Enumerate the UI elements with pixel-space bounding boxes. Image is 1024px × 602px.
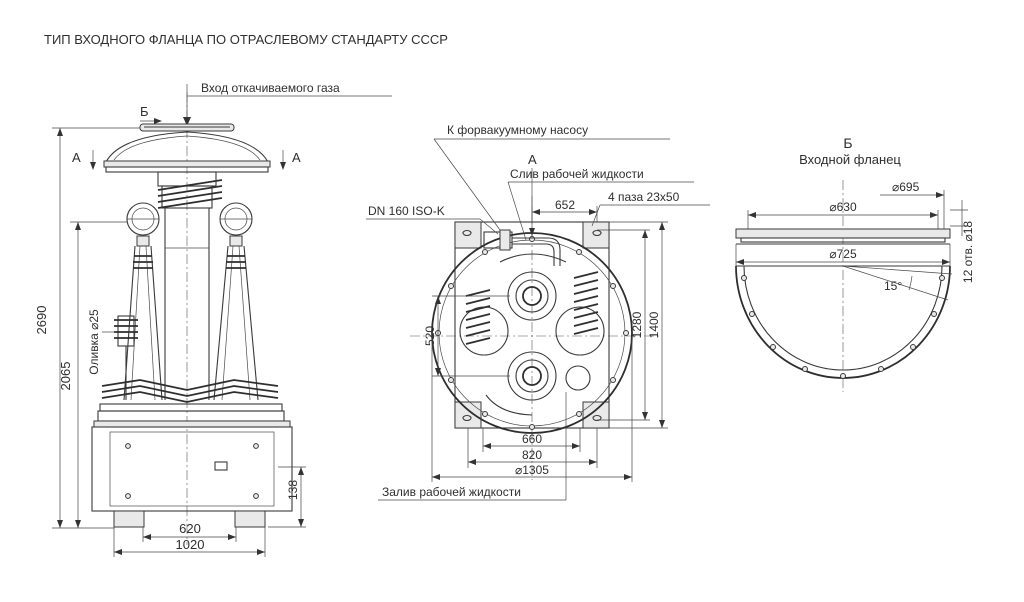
drawing-title: ТИП ВХОДНОГО ФЛАНЦА ПО ОТРАСЛЕВОМУ СТАНД… xyxy=(44,32,448,47)
flange-caption: Входной фланец xyxy=(799,152,901,167)
dim-820: 820 xyxy=(522,448,542,462)
dim-630: ⌀630 xyxy=(829,200,857,214)
fluid-drain-label: Слив рабочей жидкости xyxy=(510,167,644,181)
fluid-fill-label: Залив рабочей жидкости xyxy=(382,485,521,499)
flange-view-marker: Б xyxy=(843,135,852,151)
dim-1305: ⌀1305 xyxy=(515,463,549,477)
drain-label: Оливка ⌀25 xyxy=(87,309,101,375)
section-a-top: А xyxy=(528,152,537,167)
dim-height-body: 2065 xyxy=(58,362,73,391)
dim-652: 652 xyxy=(555,198,575,212)
dim-660: 660 xyxy=(522,432,542,446)
section-a-left: А xyxy=(72,150,81,165)
flange-dn-label: DN 160 ISO-K xyxy=(368,204,445,218)
holes-label: 12 отв. ⌀18 xyxy=(961,221,975,284)
dim-base-height: 138 xyxy=(286,480,300,500)
top-view: К форвакуумному насосу А Слив рабочей жи… xyxy=(366,123,710,501)
dim-1400: 1400 xyxy=(647,311,661,338)
dim-725: ⌀725 xyxy=(829,247,857,261)
foreline-label: К форвакуумному насосу xyxy=(447,123,588,137)
front-view: Вход откачиваемого газа Б А А xyxy=(34,81,392,557)
dim-feet-width: 620 xyxy=(179,521,201,536)
flange-view: Б Входной фланец 15° xyxy=(735,135,975,392)
dim-520: 520 xyxy=(423,326,437,346)
section-a-right: А xyxy=(292,150,301,165)
dim-695: ⌀695 xyxy=(892,180,920,194)
dim-width: 1020 xyxy=(176,537,205,552)
view-b-marker: Б xyxy=(140,104,149,119)
slots-label: 4 паза 23х50 xyxy=(608,190,680,204)
dim-1280: 1280 xyxy=(630,311,644,338)
angle-label: 15° xyxy=(884,279,902,293)
dim-height-total: 2690 xyxy=(34,306,49,335)
gas-inlet-label: Вход откачиваемого газа xyxy=(201,81,340,95)
